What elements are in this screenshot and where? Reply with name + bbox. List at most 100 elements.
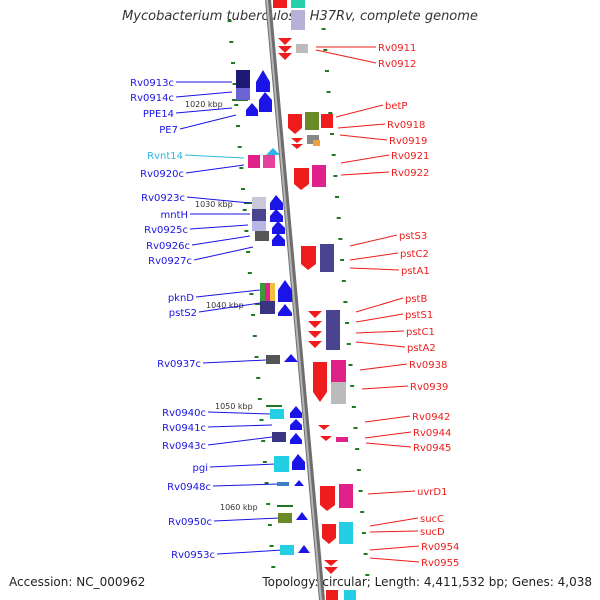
tick-dot [338, 238, 343, 240]
tick-dot [237, 146, 242, 148]
gene-label-pgi: pgi [193, 463, 208, 474]
gene-label-rv0943c: Rv0943c [162, 441, 206, 452]
gene-label-pstc2: pstC2 [400, 249, 429, 260]
tick-dot [321, 28, 326, 30]
gene-label-ppe14: PPE14 [143, 109, 174, 120]
tick-dot [256, 377, 261, 379]
tick-dot [241, 188, 245, 190]
tick-dot [229, 41, 234, 43]
tick-dot [348, 364, 353, 366]
tick-dot [355, 448, 360, 450]
tick-dot [269, 545, 274, 547]
gene-label-rv0955: Rv0955 [421, 558, 459, 569]
gene-label-rv0914c: Rv0914c [130, 93, 174, 104]
tick-dot [328, 112, 333, 114]
genome-summary-text: Topology: circular; Length: 4,411,532 bp… [262, 575, 592, 589]
tick-dot [231, 62, 235, 64]
gene-label-rv0950c: Rv0950c [168, 517, 212, 528]
gene-label-rv0925c: Rv0925c [144, 225, 188, 236]
gene-label-rv0941c: Rv0941c [162, 423, 206, 434]
tick-dot [345, 322, 350, 324]
scale-1040: 1040 kbp [206, 301, 244, 310]
left-gene-labels: Rv0913c Rv0914c PPE14 PE7 Rvnt14 Rv0920c… [130, 78, 215, 561]
tick-dot [257, 398, 262, 400]
gene-label-rv0923c: Rv0923c [141, 193, 185, 204]
gene-label-rv0939: Rv0939 [410, 382, 448, 393]
tick-dot [363, 553, 368, 555]
tick-dot [261, 440, 266, 442]
gene-label-rv0921: Rv0921 [391, 151, 429, 162]
gene-label-psta1: pstA1 [401, 266, 430, 277]
tick-dot [259, 419, 264, 421]
gene-label-succ: sucC [420, 514, 444, 525]
gene-label-betp: betP [385, 101, 407, 112]
gene-label-psts3: pstS3 [399, 231, 427, 242]
gene-label-pknd: pknD [168, 293, 194, 304]
tick-dot [331, 154, 336, 156]
gene-label-rv0912: Rv0912 [378, 59, 416, 70]
tick-dot [361, 532, 366, 534]
gene-label-mnth: mntH [160, 210, 188, 221]
gene-label-rv0953c: Rv0953c [171, 550, 215, 561]
gene-label-rv0944: Rv0944 [413, 428, 451, 439]
tick-dot [356, 469, 361, 471]
gene-label-rv0918: Rv0918 [387, 120, 425, 131]
tick-dot [227, 20, 232, 22]
gene-label-rv0954: Rv0954 [421, 542, 459, 553]
tick-dot [346, 343, 351, 345]
tick-dot [335, 196, 339, 198]
tick-dot [341, 280, 346, 282]
gene-label-rv0913c: Rv0913c [130, 78, 174, 89]
gene-label-rv0926c: Rv0926c [146, 241, 190, 252]
tick-dot [244, 230, 249, 232]
tick-dot [264, 482, 269, 484]
tick-dot [239, 167, 244, 169]
tick-dot [351, 406, 356, 408]
reverse-strand-genes [236, 70, 310, 555]
gene-label-pstc1: pstC1 [406, 327, 435, 338]
tick-dot [252, 335, 257, 337]
tick-dot [247, 272, 252, 274]
scale-1030: 1030 kbp [195, 200, 233, 209]
tick-dot [330, 133, 334, 135]
accession-text: Accession: NC_000962 [9, 575, 146, 589]
tick-dot [340, 259, 345, 261]
tick-dot [333, 175, 338, 177]
gene-label-psta2: pstA2 [407, 343, 436, 354]
tick-dot [249, 293, 254, 295]
tick-dot [360, 511, 365, 513]
gene-label-rv0937c: Rv0937c [157, 359, 201, 370]
tick-dot [358, 490, 363, 492]
tick-dot [326, 91, 331, 93]
label-connectors [175, 46, 420, 563]
tick-dot [262, 461, 267, 463]
gene-label-psts2: pstS2 [169, 308, 197, 319]
tick-dots [227, 20, 370, 576]
gene-label-uvrd1: uvrD1 [417, 487, 447, 498]
scale-1060: 1060 kbp [220, 503, 258, 512]
tick-dot [251, 314, 256, 316]
tick-dot [350, 385, 355, 387]
gene-label-rv0927c: Rv0927c [148, 256, 192, 267]
tick-dot [242, 209, 247, 211]
tick-dot [271, 566, 276, 568]
gene-label-rvnt14: Rvnt14 [147, 151, 183, 162]
gene-label-rv0919: Rv0919 [389, 136, 427, 147]
gene-label-rv0938: Rv0938 [409, 360, 447, 371]
tick-dot [343, 301, 348, 303]
gene-label-rv0942: Rv0942 [412, 412, 450, 423]
gene-label-pe7: PE7 [159, 125, 178, 136]
scale-1020: 1020 kbp [185, 100, 223, 109]
tick-dot [323, 49, 328, 51]
gene-label-pstb: pstB [405, 294, 427, 305]
tick-dot [236, 125, 240, 127]
gene-label-rv0948c: Rv0948c [167, 482, 211, 493]
gene-label-rv0940c: Rv0940c [162, 408, 206, 419]
gene-label-psts1: pstS1 [405, 310, 433, 321]
tick-dot [266, 503, 271, 505]
tick-dot [267, 524, 272, 526]
tick-dot [353, 427, 358, 429]
tick-dot [234, 104, 239, 106]
gene-label-rv0922: Rv0922 [391, 168, 429, 179]
